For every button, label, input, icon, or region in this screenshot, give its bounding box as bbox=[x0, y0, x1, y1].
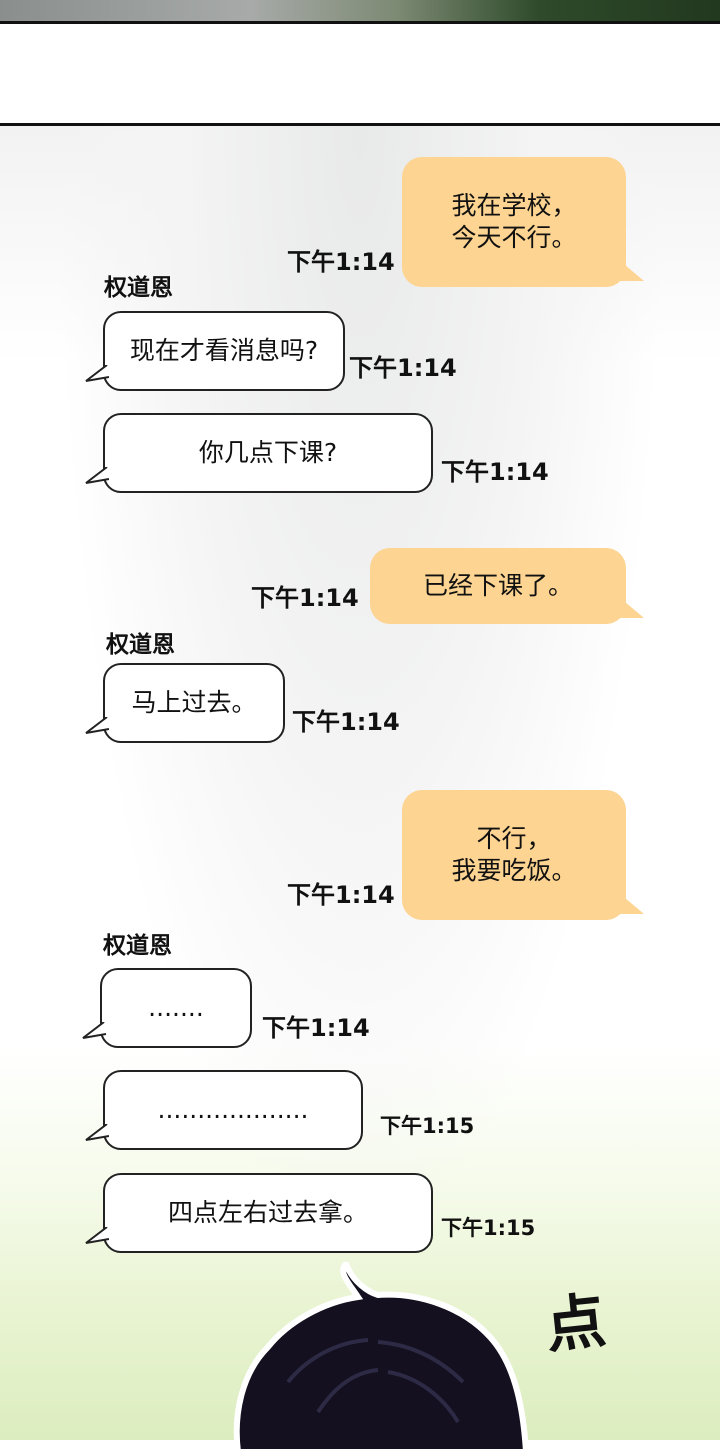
bubble-tail bbox=[618, 259, 644, 281]
bubble-tail bbox=[85, 1124, 109, 1141]
my-message-bubble: 不行， 我要吃饭。 bbox=[402, 790, 644, 920]
message-time: 下午1:14 bbox=[292, 708, 400, 736]
other-message-bubble: 马上过去。 bbox=[85, 663, 285, 743]
message-text: ....... bbox=[148, 992, 204, 1022]
my-message-bubble: 已经下课了。 bbox=[370, 548, 644, 624]
message-text: 你几点下课? bbox=[198, 437, 338, 467]
message-time: 下午1:14 bbox=[441, 458, 549, 486]
message-text: 现在才看消息吗? bbox=[129, 335, 319, 365]
message-text: 马上过去。 bbox=[131, 687, 257, 717]
message-time: 下午1:14 bbox=[349, 354, 457, 382]
my-message-bubble: 我在学校， 今天不行。 bbox=[402, 157, 644, 287]
message-time: 下午1:14 bbox=[287, 248, 395, 276]
other-message-bubble: 你几点下课? bbox=[85, 413, 433, 493]
bubble-tail bbox=[85, 467, 109, 484]
previous-panel-strip bbox=[0, 0, 720, 24]
bubble-tail bbox=[85, 717, 109, 734]
message-text: 不行， 我要吃饭。 bbox=[451, 823, 577, 886]
other-message-bubble: ....... bbox=[82, 968, 252, 1048]
panel-gutter bbox=[0, 24, 720, 124]
bubble-tail bbox=[85, 365, 109, 382]
other-message-bubble: 现在才看消息吗? bbox=[85, 311, 345, 391]
sender-name: 权道恩 bbox=[106, 632, 175, 658]
bubble-tail bbox=[618, 892, 644, 914]
message-text: 四点左右过去拿。 bbox=[167, 1197, 368, 1227]
sender-name: 权道恩 bbox=[104, 275, 173, 301]
message-time: 下午1:14 bbox=[287, 881, 395, 909]
bubble-tail bbox=[82, 1022, 106, 1039]
sound-effect-text: 点 bbox=[542, 1286, 610, 1362]
other-message-bubble: ................... bbox=[85, 1070, 363, 1150]
bubble-tail bbox=[85, 1227, 109, 1244]
message-time: 下午1:14 bbox=[251, 584, 359, 612]
character-hair-illustration bbox=[233, 1262, 528, 1452]
bubble-tail bbox=[618, 596, 644, 618]
message-time: 下午1:14 bbox=[262, 1014, 370, 1042]
message-text: 已经下课了。 bbox=[422, 570, 573, 600]
message-text: 我在学校， 今天不行。 bbox=[451, 190, 577, 253]
other-message-bubble: 四点左右过去拿。 bbox=[85, 1173, 433, 1253]
message-time: 下午1:15 bbox=[380, 1114, 475, 1138]
message-text: ................... bbox=[157, 1094, 309, 1124]
message-time: 下午1:15 bbox=[441, 1216, 536, 1240]
sender-name: 权道恩 bbox=[103, 933, 172, 959]
